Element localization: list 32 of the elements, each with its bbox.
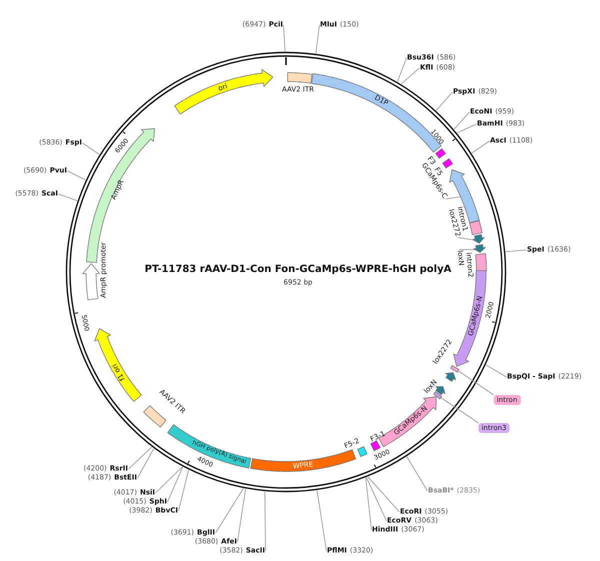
- leader-line: [406, 456, 428, 492]
- leader-line: [486, 364, 507, 378]
- plasmid-title: PT-11783 rAAV-D1-Con Fon-GCaMp6s-WPRE-hGH polyA: [144, 265, 452, 275]
- leader-line: [128, 446, 152, 470]
- leader-line: [397, 58, 407, 82]
- leader-line: [178, 470, 189, 512]
- leader-line: [471, 140, 490, 154]
- leader-line: [315, 24, 320, 54]
- leader-line: [457, 237, 475, 241]
- leader-line: [505, 250, 527, 252]
- leader-line: [440, 397, 479, 424]
- leader-line: [445, 196, 460, 200]
- leader-line: [237, 488, 246, 542]
- leader-line: [366, 477, 387, 522]
- leader-line: [368, 476, 400, 512]
- leader-line: [456, 124, 477, 134]
- leader-line: [167, 466, 184, 502]
- leader-line: [264, 491, 266, 552]
- leader-line: [400, 68, 420, 84]
- leader-line: [365, 477, 372, 530]
- leader-line: [454, 112, 470, 130]
- leader-line: [458, 249, 476, 250]
- leader-line: [82, 142, 100, 155]
- leader-line: [215, 488, 244, 534]
- leader-line: [67, 170, 86, 180]
- leader-line: [283, 24, 286, 52]
- leader-line: [58, 194, 78, 202]
- leader-line: [155, 466, 183, 494]
- leader-line: [458, 370, 494, 396]
- leader-line: [316, 490, 327, 552]
- leader-line: [137, 448, 154, 478]
- leader-line: [436, 92, 453, 111]
